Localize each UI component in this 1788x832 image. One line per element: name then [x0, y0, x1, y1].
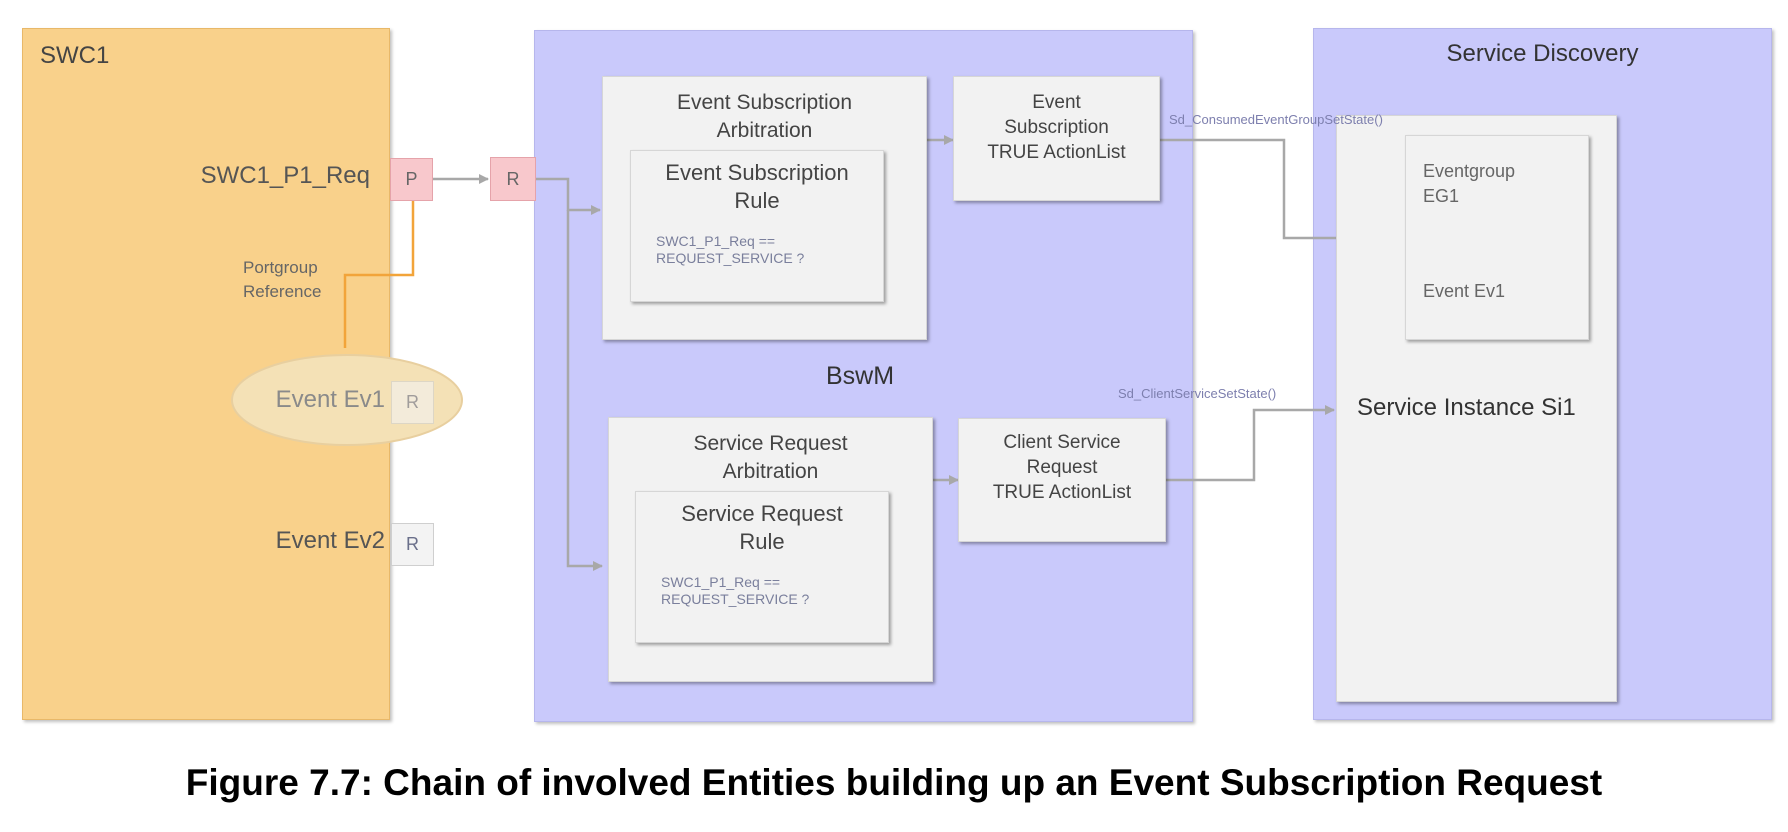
- sd-consumed-eventgroup-setstate-label: Sd_ConsumedEventGroupSetState(): [1169, 112, 1383, 127]
- sd-client-service-setstate-label: Sd_ClientServiceSetState(): [1118, 386, 1277, 401]
- event-ev2-port[interactable]: R: [391, 523, 434, 566]
- figure-caption: Figure 7.7: Chain of involved Entities b…: [185, 762, 1603, 803]
- event-ev2-label: Event Ev2: [275, 527, 385, 554]
- portgroup-reference-line: [343, 200, 415, 348]
- event-ev1-port[interactable]: R: [391, 381, 434, 424]
- service-request-rule-title: Service Request Rule: [681, 501, 843, 554]
- swc1-title: SWC1: [40, 42, 110, 69]
- event-subscription-rule-condition: SWC1_P1_Req == REQUEST_SERVICE ?: [656, 233, 805, 266]
- arrow-client-actionlist-to-instance: [1166, 405, 1335, 482]
- event-subscription-arbitration-title: Event Subscription Arbitration: [676, 91, 853, 142]
- eventgroup-eg1: Eventgroup EG1 Event Ev1: [1405, 135, 1589, 340]
- service-instance-label: Service Instance Si1: [1357, 394, 1576, 421]
- event-subscription-rule-title: Event Subscription Rule: [665, 160, 849, 213]
- service-request-rule-condition: SWC1_P1_Req == REQUEST_SERVICE ?: [661, 574, 810, 607]
- service-request-rule: Service Request Rule SWC1_P1_Req == REQU…: [635, 491, 889, 643]
- client-service-request-actionlist-label: Client Service Request TRUE ActionList: [992, 432, 1132, 503]
- service-request-arbitration-title: Service Request Arbitration: [693, 432, 848, 483]
- require-port[interactable]: R: [490, 157, 536, 201]
- eventgroup-event-ev1-label: Event Ev1: [1423, 281, 1506, 301]
- bswm-title: BswM: [826, 362, 895, 390]
- client-service-request-actionlist: Client Service Request TRUE ActionList: [958, 418, 1166, 542]
- event-subscription-actionlist: Event Subscription TRUE ActionList: [953, 76, 1160, 201]
- event-subscription-actionlist-label: Event Subscription TRUE ActionList: [987, 92, 1126, 163]
- arrow-r-to-event-arbitration: [536, 177, 601, 215]
- eventgroup-label: Eventgroup EG1: [1423, 161, 1516, 206]
- provide-port[interactable]: P: [390, 158, 433, 201]
- event-subscription-rule: Event Subscription Rule SWC1_P1_Req == R…: [630, 150, 884, 302]
- portgroup-reference-label: Portgroup Reference: [243, 258, 322, 301]
- event-ev1-label: Event Ev1: [275, 386, 385, 413]
- port-label-swc1-p1-req: SWC1_P1_Req: [200, 162, 370, 189]
- service-discovery-title: Service Discovery: [1446, 40, 1639, 67]
- arrow-r-to-service-arbitration: [566, 210, 603, 571]
